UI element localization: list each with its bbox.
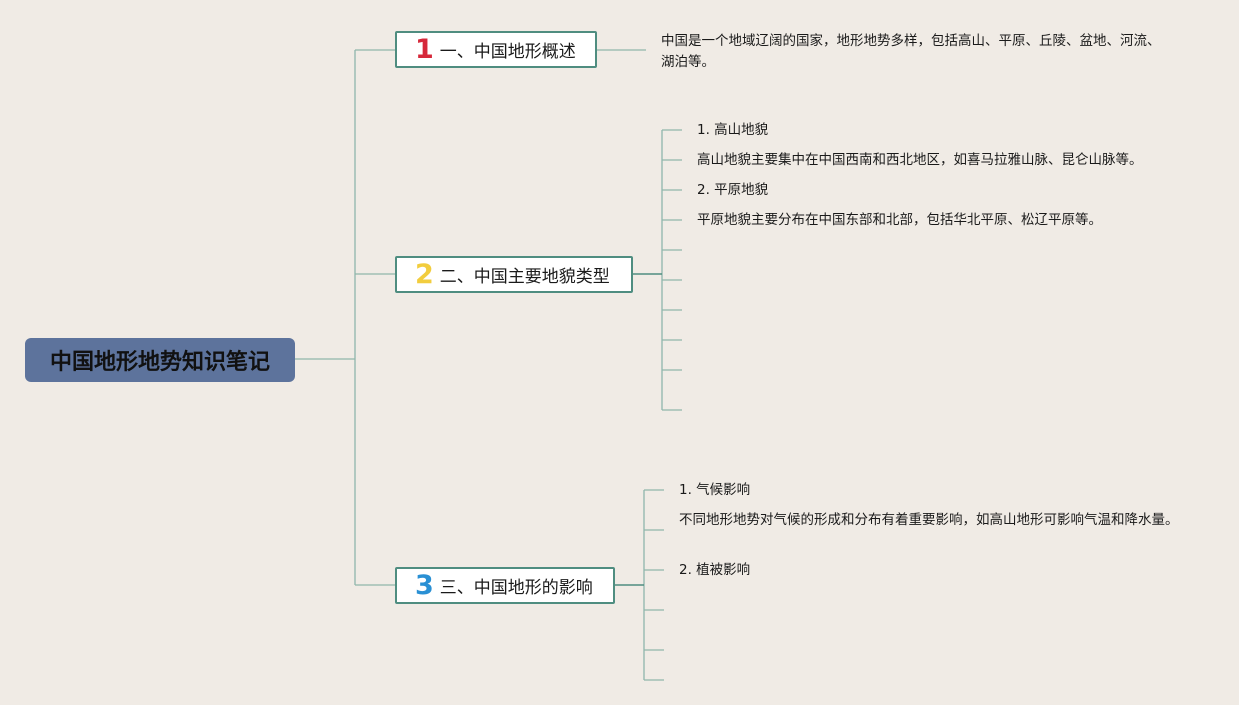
branch-1-description: 中国是一个地域辽阔的国家，地形地势多样，包括高山、平原、丘陵、盆地、河流、湖泊等…: [661, 33, 1161, 70]
branch-node-3[interactable]: 3 三、中国地形的影响: [395, 567, 615, 604]
number-1-icon: 1: [415, 34, 434, 65]
leaf-item: 平原地貌主要分布在中国东部和北部，包括华北平原、松辽平原等。: [697, 212, 1102, 228]
branch-node-1[interactable]: 1 一、中国地形概述: [395, 31, 597, 68]
number-3-icon: 3: [415, 570, 434, 601]
root-node[interactable]: 中国地形地势知识笔记: [25, 338, 295, 382]
leaf-item: 1. 高山地貌: [697, 122, 769, 138]
leaf-item: 不同地形地势对气候的形成和分布有着重要影响，如高山地形可影响气温和降水量。: [679, 512, 1179, 528]
number-2-icon: 2: [415, 259, 434, 290]
leaf-item: 1. 气候影响: [679, 482, 751, 498]
branch-label: 二、中国主要地貌类型: [439, 267, 610, 287]
branch-node-2[interactable]: 2 二、中国主要地貌类型: [395, 256, 633, 293]
leaf-item: 2. 植被影响: [679, 562, 751, 578]
branch-label: 一、中国地形概述: [439, 42, 576, 62]
leaf-item: 2. 平原地貌: [697, 182, 769, 198]
leaf-item: 高山地貌主要集中在中国西南和西北地区，如喜马拉雅山脉、昆仑山脉等。: [697, 152, 1143, 168]
root-label: 中国地形地势知识笔记: [49, 350, 270, 375]
branch-label: 三、中国地形的影响: [439, 578, 593, 598]
